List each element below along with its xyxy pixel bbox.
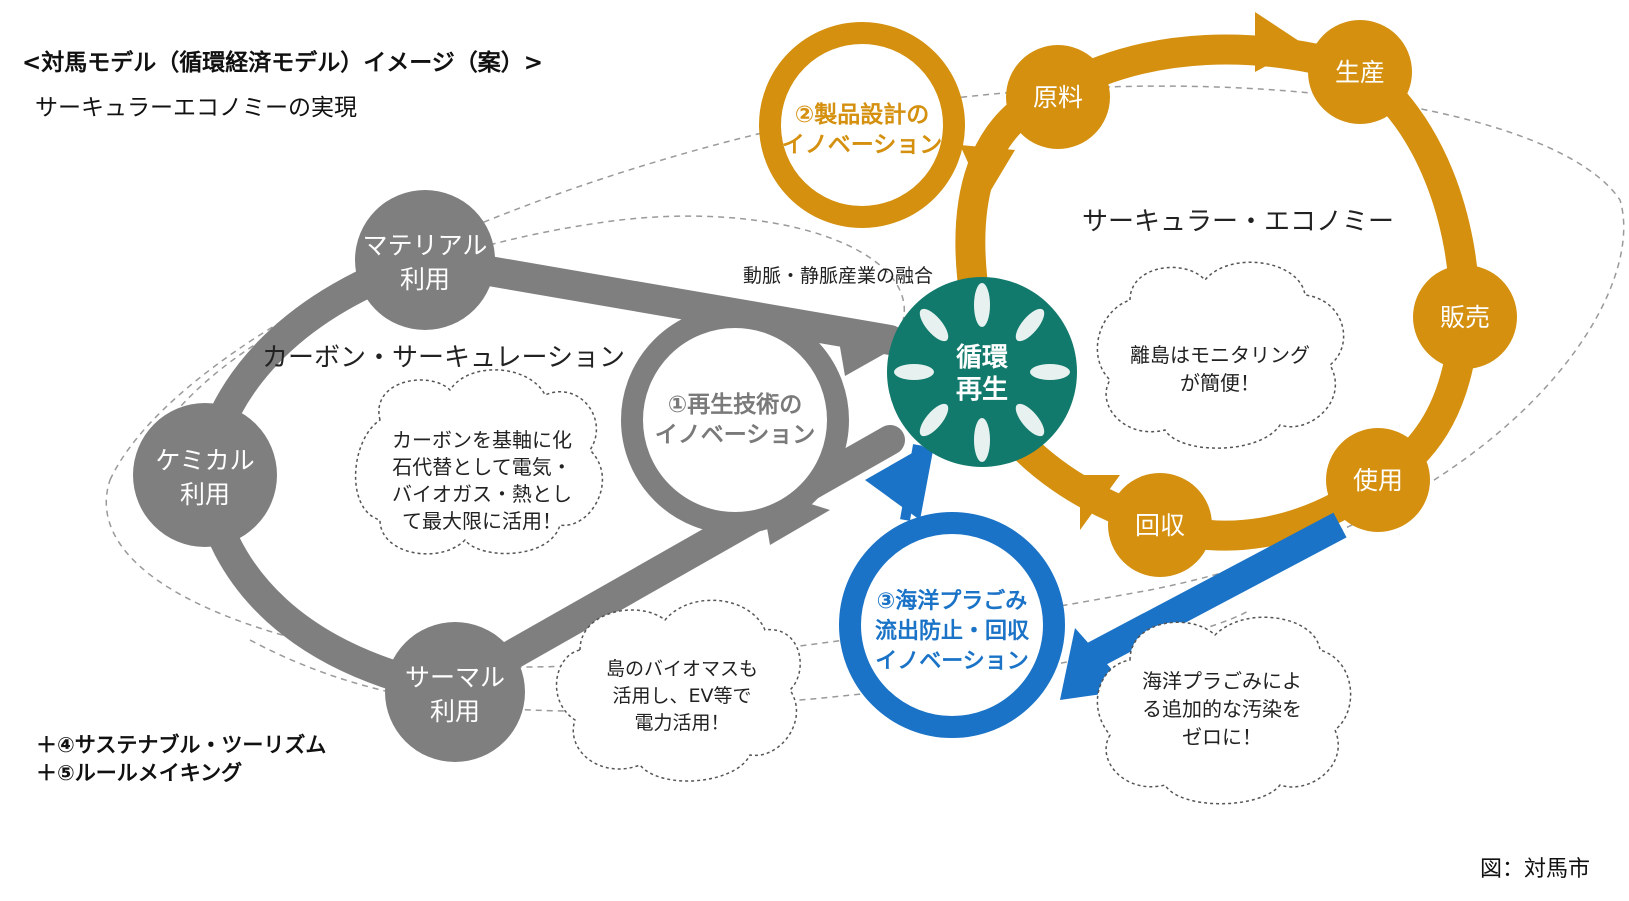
dashed-boundary-large xyxy=(105,85,1625,668)
thermal-label-2: 利用 xyxy=(430,697,480,726)
center-recycle-node xyxy=(887,277,1077,467)
monitoring-note-2: が簡便！ xyxy=(1180,371,1260,395)
carbon-circulation-label: カーボン・サーキュレーション xyxy=(262,343,625,373)
marine-note-1: 海洋プラごみによ xyxy=(1142,669,1302,693)
industry-fusion-label: 動脈・静脈産業の融合 xyxy=(743,265,933,287)
chemical-label-2: 利用 xyxy=(180,480,230,509)
circular-arrowheads xyxy=(960,12,1305,530)
carbon-note-3: バイオガス・熱とし xyxy=(392,482,572,506)
node-raw xyxy=(1006,45,1110,149)
carbon-note-2: 石代替として電気・ xyxy=(392,455,571,479)
cloud-marine-note xyxy=(1096,616,1352,805)
node-recovery xyxy=(1108,473,1212,577)
island-note-2: 活用し、EV等で xyxy=(612,685,751,707)
thermal-label-1: サーマル xyxy=(405,663,505,692)
recovery-label: 回収 xyxy=(1135,511,1185,540)
marine-innovation-label-3: イノベーション xyxy=(875,649,1029,674)
design-innovation-label-2: イノベーション xyxy=(782,132,943,158)
material-label-2: 利用 xyxy=(400,265,450,294)
node-production xyxy=(1308,20,1412,124)
extra-item-rulemaking: ＋⑤ルールメイキング xyxy=(36,761,242,785)
carbon-note-1: カーボンを基軸に化 xyxy=(392,428,572,452)
node-thermal xyxy=(385,622,525,762)
carbon-innovation-label-1: ①再生技術の xyxy=(668,391,802,418)
marine-innovation-label-1: ③海洋プラごみ xyxy=(877,588,1028,614)
cloud-carbon-note xyxy=(354,369,603,555)
use-label: 使用 xyxy=(1353,466,1403,495)
circular-economy-label: サーキュラー・エコノミー xyxy=(1082,207,1394,237)
marine-note-3: ゼロに！ xyxy=(1182,725,1262,749)
marine-innovation-label-2: 流出防止・回収 xyxy=(875,618,1030,644)
sales-label: 販売 xyxy=(1440,303,1490,332)
raw-material-label: 原料 xyxy=(1033,83,1083,112)
chemical-label-1: ケミカル xyxy=(155,446,254,475)
node-material xyxy=(355,190,495,330)
page-subtitle: サーキュラーエコノミーの実現 xyxy=(35,95,357,121)
cloud-island-note xyxy=(555,599,801,782)
node-sales xyxy=(1413,265,1517,369)
production-label: 生産 xyxy=(1335,58,1385,87)
node-use xyxy=(1326,428,1430,532)
cloud-monitoring-note xyxy=(1096,261,1345,449)
island-note-3: 電力活用！ xyxy=(634,712,729,734)
design-innovation-label-1: ②製品設計の xyxy=(795,101,929,128)
carbon-innovation-circle xyxy=(621,306,849,534)
design-innovation-circle xyxy=(759,22,965,228)
island-note-1: 島のバイオマスも xyxy=(606,658,758,680)
tsushima-island-icon xyxy=(894,283,1070,462)
center-label-2: 再生 xyxy=(956,375,1008,405)
node-chemical xyxy=(133,403,277,547)
marine-note-2: る追加的な汚染を xyxy=(1142,697,1302,721)
figure-credit: 図：対馬市 xyxy=(1480,857,1590,882)
monitoring-note-1: 離島はモニタリング xyxy=(1130,343,1310,367)
extra-item-tourism: ＋④サステナブル・ツーリズム xyxy=(36,733,326,757)
page-title: <対馬モデル（循環経済モデル）イメージ（案）> xyxy=(22,49,543,76)
carbon-innovation-label-2: イノベーション xyxy=(655,422,816,448)
carbon-note-4: て最大限に活用！ xyxy=(402,509,562,533)
center-label-1: 循環 xyxy=(956,343,1009,373)
material-label-1: マテリアル xyxy=(363,231,488,260)
